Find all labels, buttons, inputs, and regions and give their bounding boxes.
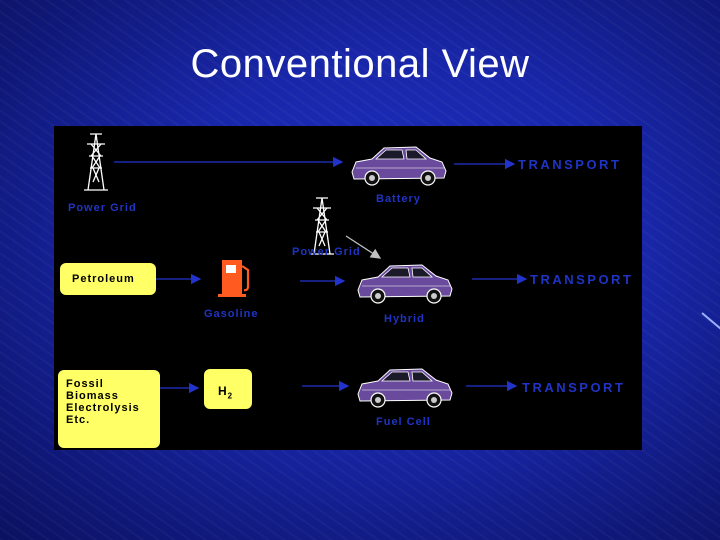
label-gasoline: Gasoline [204,308,259,320]
fuel-pump-icon [218,260,250,297]
power-tower-icon [83,133,109,191]
car-icon [357,264,453,304]
car-icon [357,368,453,408]
label-fuel-cell: Fuel Cell [376,416,431,428]
arrow-grid-to-hybrid [345,235,382,259]
diagram-canvas [83,133,528,408]
label-transport-2: TRANSPORT [530,272,634,287]
label-battery: Battery [376,193,421,205]
h2-label: H2 [218,384,234,401]
car-icon [351,146,447,186]
label-power-grid-mid: Power Grid [292,246,361,258]
source-electrolysis: Electrolysis [66,402,140,414]
petroleum-label: Petroleum [72,273,135,285]
source-biomass: Biomass [66,390,119,402]
label-hybrid: Hybrid [384,313,425,325]
decorative-line [701,312,720,340]
source-fossil: Fossil [66,378,104,390]
label-transport-3: TRANSPORT [522,380,626,395]
h2-box: H2 [204,369,252,409]
diagram-panel: Power Grid Battery Power Grid Gasoline H… [54,126,642,450]
source-etc: Etc. [66,414,91,426]
petroleum-box: Petroleum [60,263,156,295]
label-power-grid-left: Power Grid [68,202,137,214]
slide-title: Conventional View [190,42,530,86]
energy-sources-box: Fossil Biomass Electrolysis Etc. [58,370,160,448]
label-transport-1: TRANSPORT [518,157,622,172]
